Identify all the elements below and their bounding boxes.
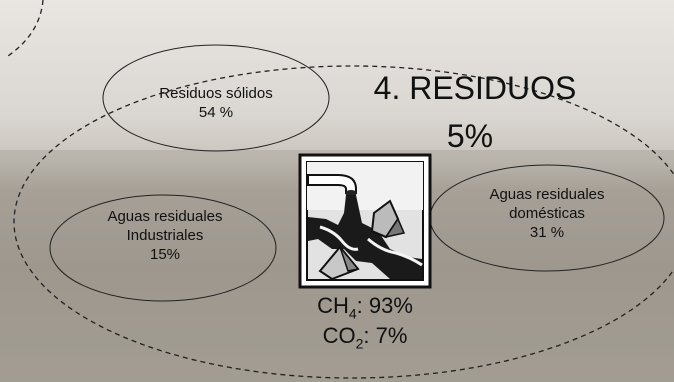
wastewater-pipe-icon — [298, 153, 432, 289]
co2-formula: CO — [322, 323, 356, 348]
domestic-wastewater-name-1: Aguas residuales — [489, 186, 605, 203]
sector-title: 4. RESIDUOS — [373, 70, 577, 106]
industrial-wastewater-value: 15% — [149, 245, 181, 263]
co2-subscript: 2 — [355, 335, 364, 352]
industrial-wastewater-name-1: Aguas residuales — [107, 208, 223, 225]
solid-waste-value: 54 % — [198, 103, 234, 121]
industrial-wastewater-name-2: Industriales — [126, 226, 204, 244]
solid-waste-label: Residuos sólidos 54 % — [108, 85, 324, 123]
sector-boundary — [13, 65, 674, 379]
industrial-wastewater-label: Aguas residuales Industriales 15% — [60, 208, 270, 264]
adjacent-sector-arc — [4, 0, 44, 59]
solid-waste-name: Residuos sólidos — [159, 85, 273, 102]
domestic-wastewater-value: 31 % — [529, 223, 565, 241]
ch4-share: CH4: 93% — [280, 292, 450, 323]
ch4-subscript: 4 — [348, 305, 357, 322]
co2-value: : 7% — [363, 323, 408, 348]
ch4-value: : 93% — [356, 293, 413, 318]
industrial-wastewater-ellipse — [49, 194, 277, 302]
solid-waste-ellipse — [102, 44, 330, 152]
ch4-formula: CH — [317, 293, 349, 318]
domestic-wastewater-name-2: domésticas — [509, 204, 585, 222]
domestic-wastewater-label: Aguas residuales domésticas 31 % — [440, 186, 654, 242]
sector-share: 5% — [446, 118, 494, 154]
co2-share: CO2: 7% — [280, 322, 450, 353]
